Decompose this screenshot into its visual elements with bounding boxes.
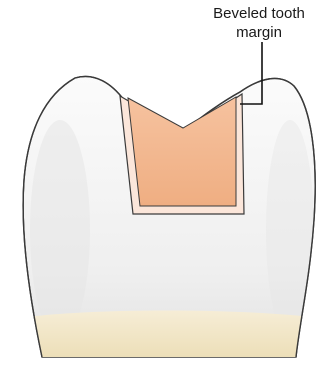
root-region (20, 311, 320, 365)
annotation-label-line1: Beveled tooth (192, 5, 326, 23)
inlay-restoration (128, 97, 236, 206)
annotation-label-line2: margin (192, 24, 326, 42)
